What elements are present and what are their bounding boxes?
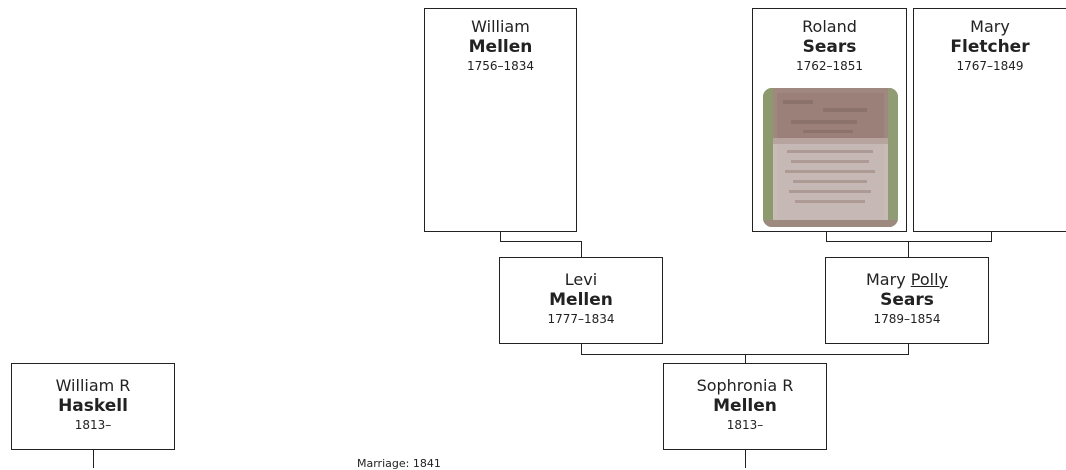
connector-line xyxy=(93,449,94,468)
connector-line xyxy=(826,231,827,242)
surname: Mellen xyxy=(468,37,533,57)
person-card-roland-sears[interactable]: Roland Sears 1762–1851 xyxy=(752,8,907,232)
person-card-levi-mellen[interactable]: Levi Mellen 1777–1834 xyxy=(499,257,663,344)
surname: Sears xyxy=(880,290,934,310)
connector-line xyxy=(581,354,908,355)
connector-line xyxy=(991,231,992,242)
given-name: Levi xyxy=(564,270,598,289)
life-years: 1777–1834 xyxy=(547,312,615,326)
person-card-mary-fletcher[interactable]: Mary Fletcher 1767–1849 xyxy=(913,8,1066,232)
life-years: 1756–1834 xyxy=(466,59,535,73)
person-card-sophronia-mellen[interactable]: Sophronia R Mellen 1813– xyxy=(663,363,827,450)
connector-line xyxy=(908,343,909,355)
life-years: 1813– xyxy=(726,418,764,432)
surname: Mellen xyxy=(549,290,613,310)
life-years: 1813– xyxy=(74,418,112,432)
nickname: Polly xyxy=(910,270,948,289)
headstone-photo[interactable] xyxy=(763,88,898,227)
surname: Fletcher xyxy=(950,37,1030,57)
life-years: 1789–1854 xyxy=(873,312,941,326)
given-name: William R xyxy=(55,376,131,395)
surname: Sears xyxy=(802,37,857,57)
surname: Mellen xyxy=(713,396,777,416)
given-name: Sophronia R xyxy=(696,376,794,395)
connector-line xyxy=(581,343,582,355)
connector-line xyxy=(500,231,501,242)
marriage-label: Marriage: 1841 xyxy=(357,457,441,470)
connector-line xyxy=(908,241,909,257)
life-years: 1767–1849 xyxy=(956,59,1024,73)
given-first: Mary xyxy=(866,270,906,289)
connector-line xyxy=(826,241,992,242)
life-years: 1762–1851 xyxy=(795,59,864,73)
given-name: Mary Polly xyxy=(826,270,988,290)
connector-line xyxy=(581,241,582,257)
person-card-william-haskell[interactable]: William R Haskell 1813– xyxy=(11,363,175,450)
given-name: Roland xyxy=(802,17,857,36)
connector-line xyxy=(500,241,581,242)
connector-line xyxy=(745,449,746,468)
given-name: William xyxy=(471,17,530,36)
surname: Haskell xyxy=(58,396,128,416)
given-name: Mary xyxy=(970,17,1010,36)
person-card-william-mellen[interactable]: William Mellen 1756–1834 xyxy=(424,8,577,232)
person-card-mary-polly-sears[interactable]: Mary Polly Sears 1789–1854 xyxy=(825,257,989,344)
connector-line xyxy=(745,354,746,364)
headstone-image xyxy=(763,88,898,227)
